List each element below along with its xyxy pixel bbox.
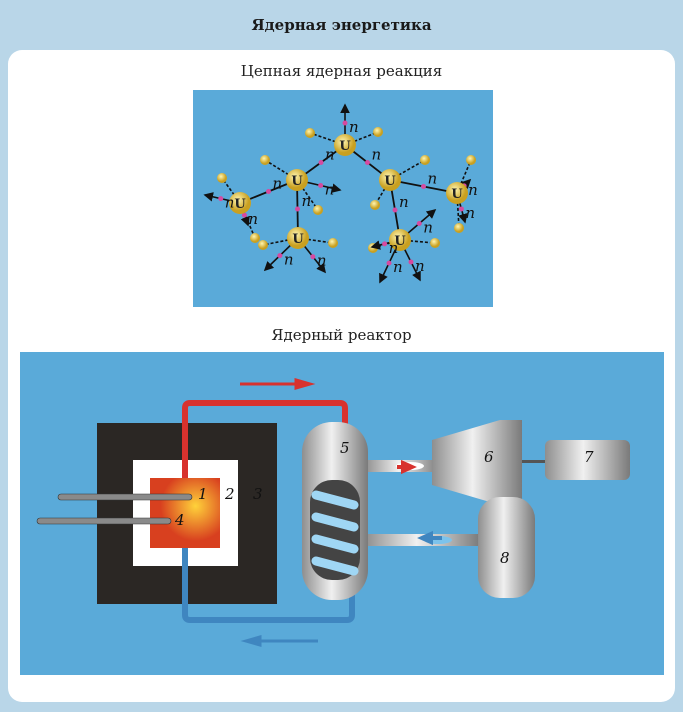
uranium-nucleus: [446, 182, 468, 204]
neutron-label: n: [225, 194, 235, 212]
uranium-nucleus: [286, 169, 308, 191]
uranium-nucleus: [229, 192, 251, 214]
fission-fragment: [466, 155, 476, 165]
neutron: [218, 196, 224, 202]
fission-fragment: [430, 238, 440, 248]
fission-fragment: [313, 205, 323, 215]
neutron-label: n: [372, 146, 382, 164]
neutron-label: n: [428, 170, 438, 188]
label-5: 5: [340, 439, 350, 457]
uranium-label: U: [292, 232, 304, 247]
fission-fragment: [420, 155, 430, 165]
neutron: [421, 184, 426, 189]
neutron-label: n: [389, 239, 399, 257]
neutron: [277, 253, 283, 259]
neutron-label: n: [465, 204, 475, 222]
neutron: [386, 260, 392, 266]
cold-flow-arrow: [240, 635, 318, 647]
neutron: [392, 207, 398, 213]
neutron: [295, 206, 300, 212]
uranium-nucleus: [379, 169, 401, 191]
reactor-caption: Ядерный реактор: [271, 326, 412, 344]
chain-reaction-caption: Цепная ядерная реакция: [240, 62, 443, 80]
generator-7: [545, 440, 630, 480]
control-rod-4: [36, 517, 172, 525]
neutron: [342, 120, 348, 126]
neutron-label: n: [284, 251, 294, 269]
neutron: [382, 241, 388, 247]
uranium-label: U: [384, 174, 396, 189]
fission-fragment: [305, 128, 315, 138]
steam-flow-arrow: [397, 459, 417, 475]
label-7: 7: [584, 448, 594, 466]
neutron: [318, 160, 324, 165]
neutron-label: n: [273, 175, 283, 193]
uranium-label: U: [394, 234, 406, 249]
fission-fragment: [260, 155, 270, 165]
label-1: 1: [198, 485, 208, 503]
core-1: [150, 478, 220, 548]
fission-fragment: [328, 238, 338, 248]
turbine-6: [432, 420, 522, 505]
fission-fragment: [258, 240, 268, 250]
fission-fragment: [217, 173, 227, 183]
neutron-label: n: [423, 219, 433, 237]
fission-fragment: [373, 127, 383, 137]
hot-pipe: [182, 400, 348, 478]
neutron: [310, 254, 316, 260]
neutron-label: n: [302, 192, 312, 210]
cold-pipe: [182, 548, 355, 623]
uranium-label: U: [291, 174, 303, 189]
neutron-label: n: [399, 193, 409, 211]
page-title: Ядерная энергетика: [251, 16, 432, 34]
neutron-label: n: [325, 181, 335, 199]
label-3: 3: [253, 485, 263, 503]
neutron: [241, 212, 247, 218]
uranium-nucleus: [287, 227, 309, 249]
uranium-nucleus: [389, 229, 411, 251]
neutron: [458, 206, 464, 212]
uranium-label: U: [451, 187, 463, 202]
hot-flow-arrow: [240, 378, 316, 390]
fission-fragment: [370, 200, 380, 210]
fission-fragment: [368, 243, 378, 253]
reactor-diagram: 1 2 3 4 5 6 7 8: [20, 352, 664, 675]
neutron-label: n: [415, 257, 425, 275]
neutron-label: n: [317, 252, 327, 270]
neutron: [365, 160, 370, 165]
neutron-label: n: [325, 146, 335, 164]
neutron: [408, 259, 414, 265]
neutron-label: n: [468, 181, 478, 199]
fission-fragment: [250, 233, 260, 243]
water-flow-arrow: [417, 530, 442, 546]
neutron: [318, 183, 324, 188]
label-8: 8: [500, 549, 510, 567]
label-2: 2: [224, 485, 235, 503]
neutron-label: n: [393, 258, 403, 276]
control-rod: [57, 493, 193, 501]
condenser-8: [478, 497, 535, 598]
uranium-nucleus: [334, 134, 356, 156]
uranium-label: U: [339, 139, 351, 154]
fission-fragment: [454, 223, 464, 233]
neutron: [266, 189, 271, 194]
label-6: 6: [484, 448, 494, 466]
uranium-label: U: [234, 197, 246, 212]
label-4: 4: [174, 511, 185, 529]
neutron: [416, 221, 422, 226]
neutron-label: n: [349, 118, 359, 136]
neutron-label: n: [248, 210, 258, 228]
